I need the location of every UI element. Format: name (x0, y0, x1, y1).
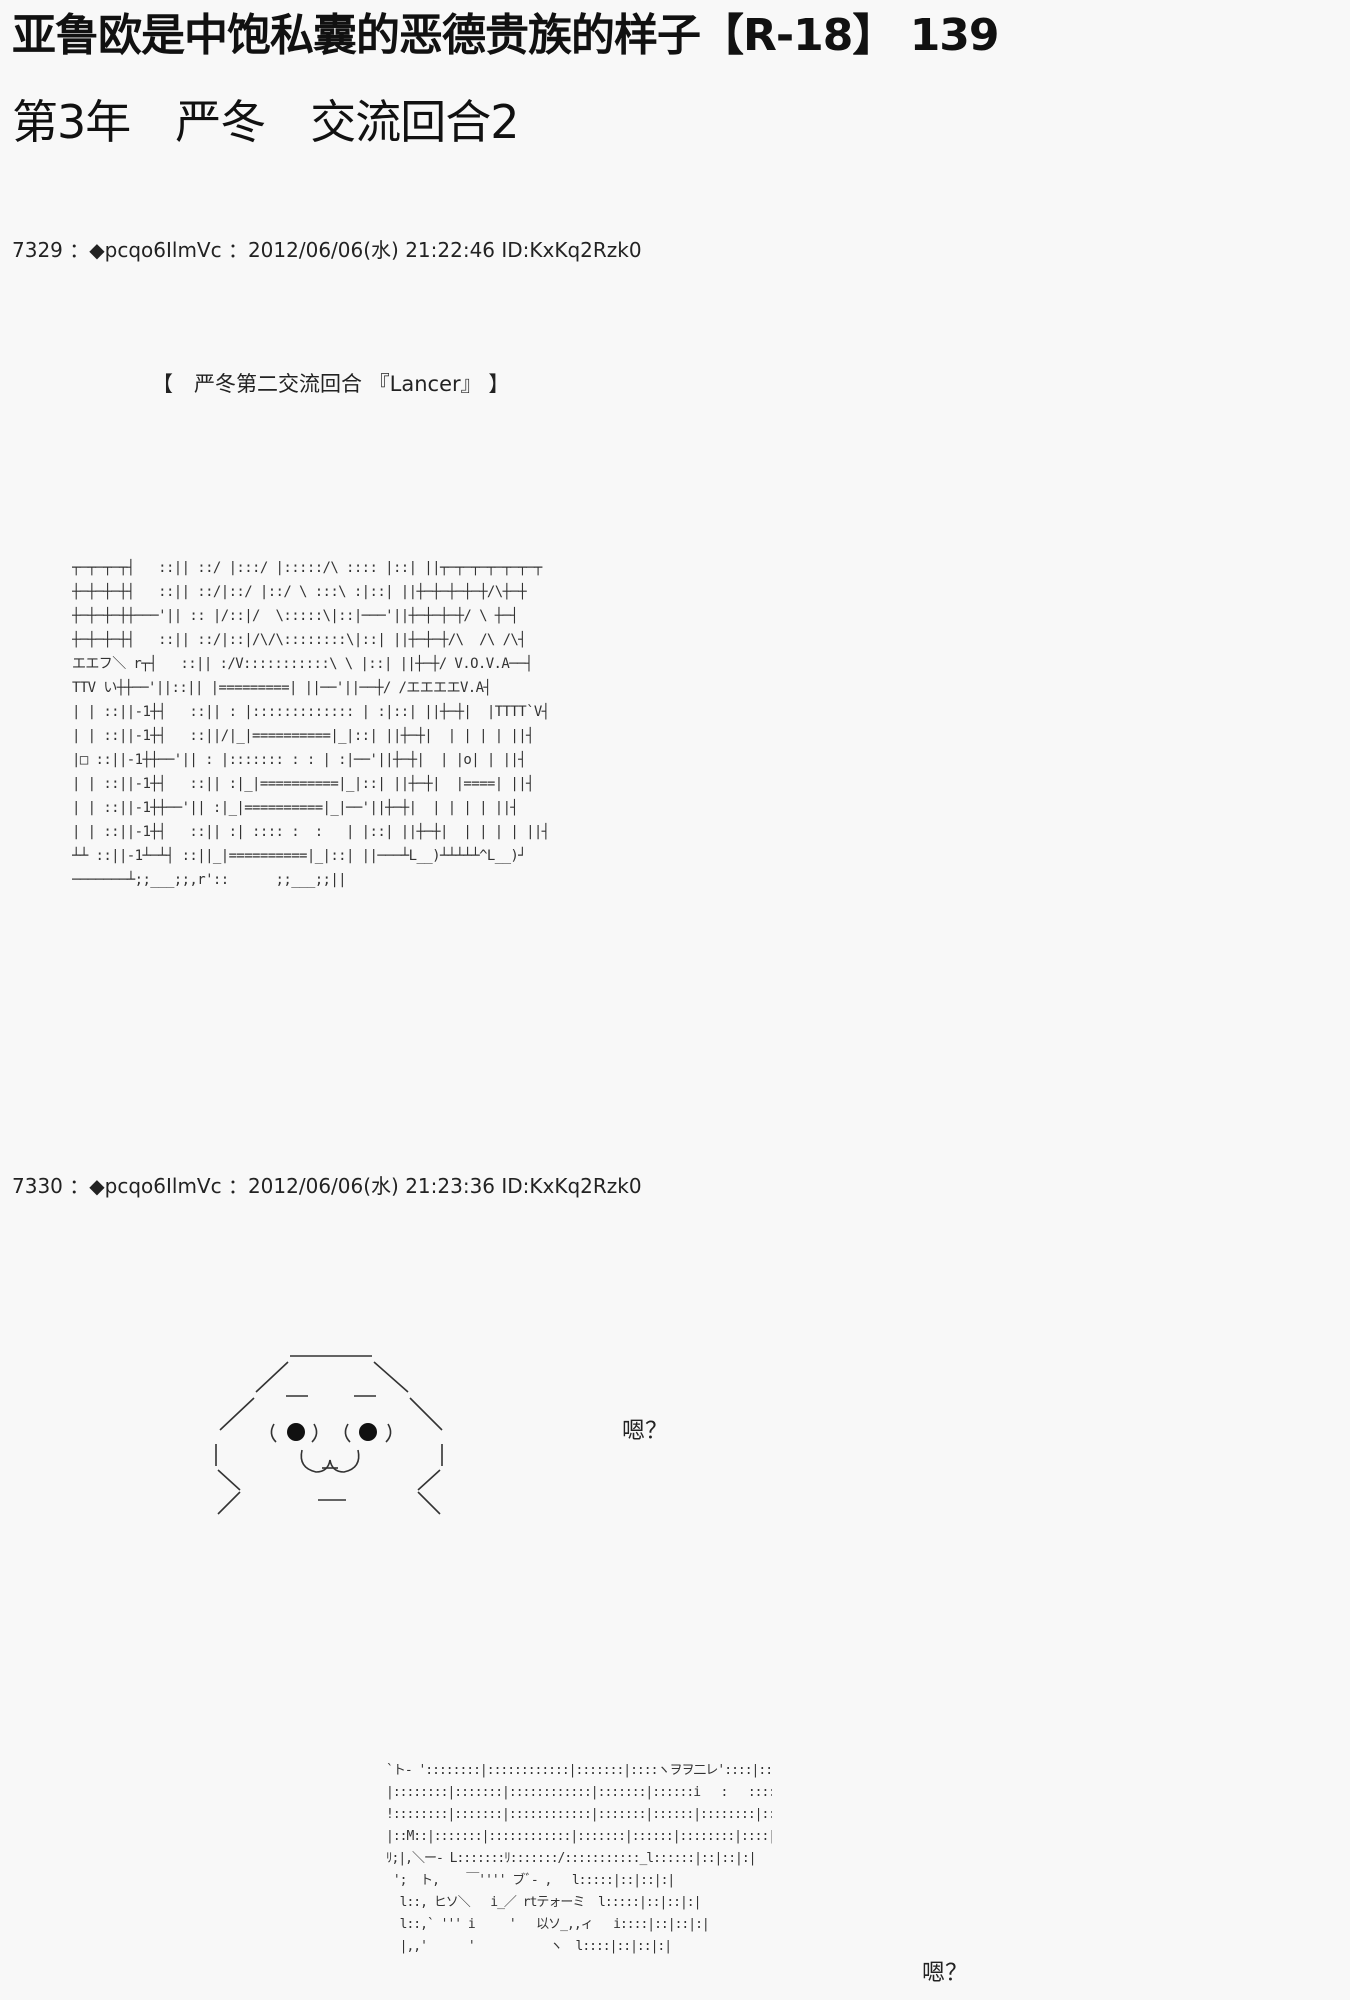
post-header-7330: 7330 ：◆pcqo6IlmVc ：2012/06/06(水) 21:23:3… (12, 1174, 642, 1198)
dark-ascii-art: `ト- '::::::::|::::::::::::|:::::::|::::ヽ… (386, 1763, 772, 1954)
scene-ascii-art: ┬─┬─┬─┬┤ ::|| ::/ |:::/ |:::::/\ :::: |:… (72, 560, 550, 888)
page-title: 亚鲁欧是中饱私囊的恶德贵族的样子【R-18】 139 (12, 10, 1000, 61)
speech-text-2: 嗯？ (922, 1960, 968, 1986)
scene-caption: 【 严冬第二交流回合 『Lancer』 】 (152, 372, 510, 396)
chapter-subtitle: 第3年 严冬 交流回合2 (12, 95, 520, 149)
face-ascii-art (215, 1355, 443, 1515)
speech-text-1: 嗯？ (622, 1418, 668, 1444)
post-header-7329: 7329 ：◆pcqo6IlmVc ：2012/06/06(水) 21:22:4… (12, 238, 642, 262)
